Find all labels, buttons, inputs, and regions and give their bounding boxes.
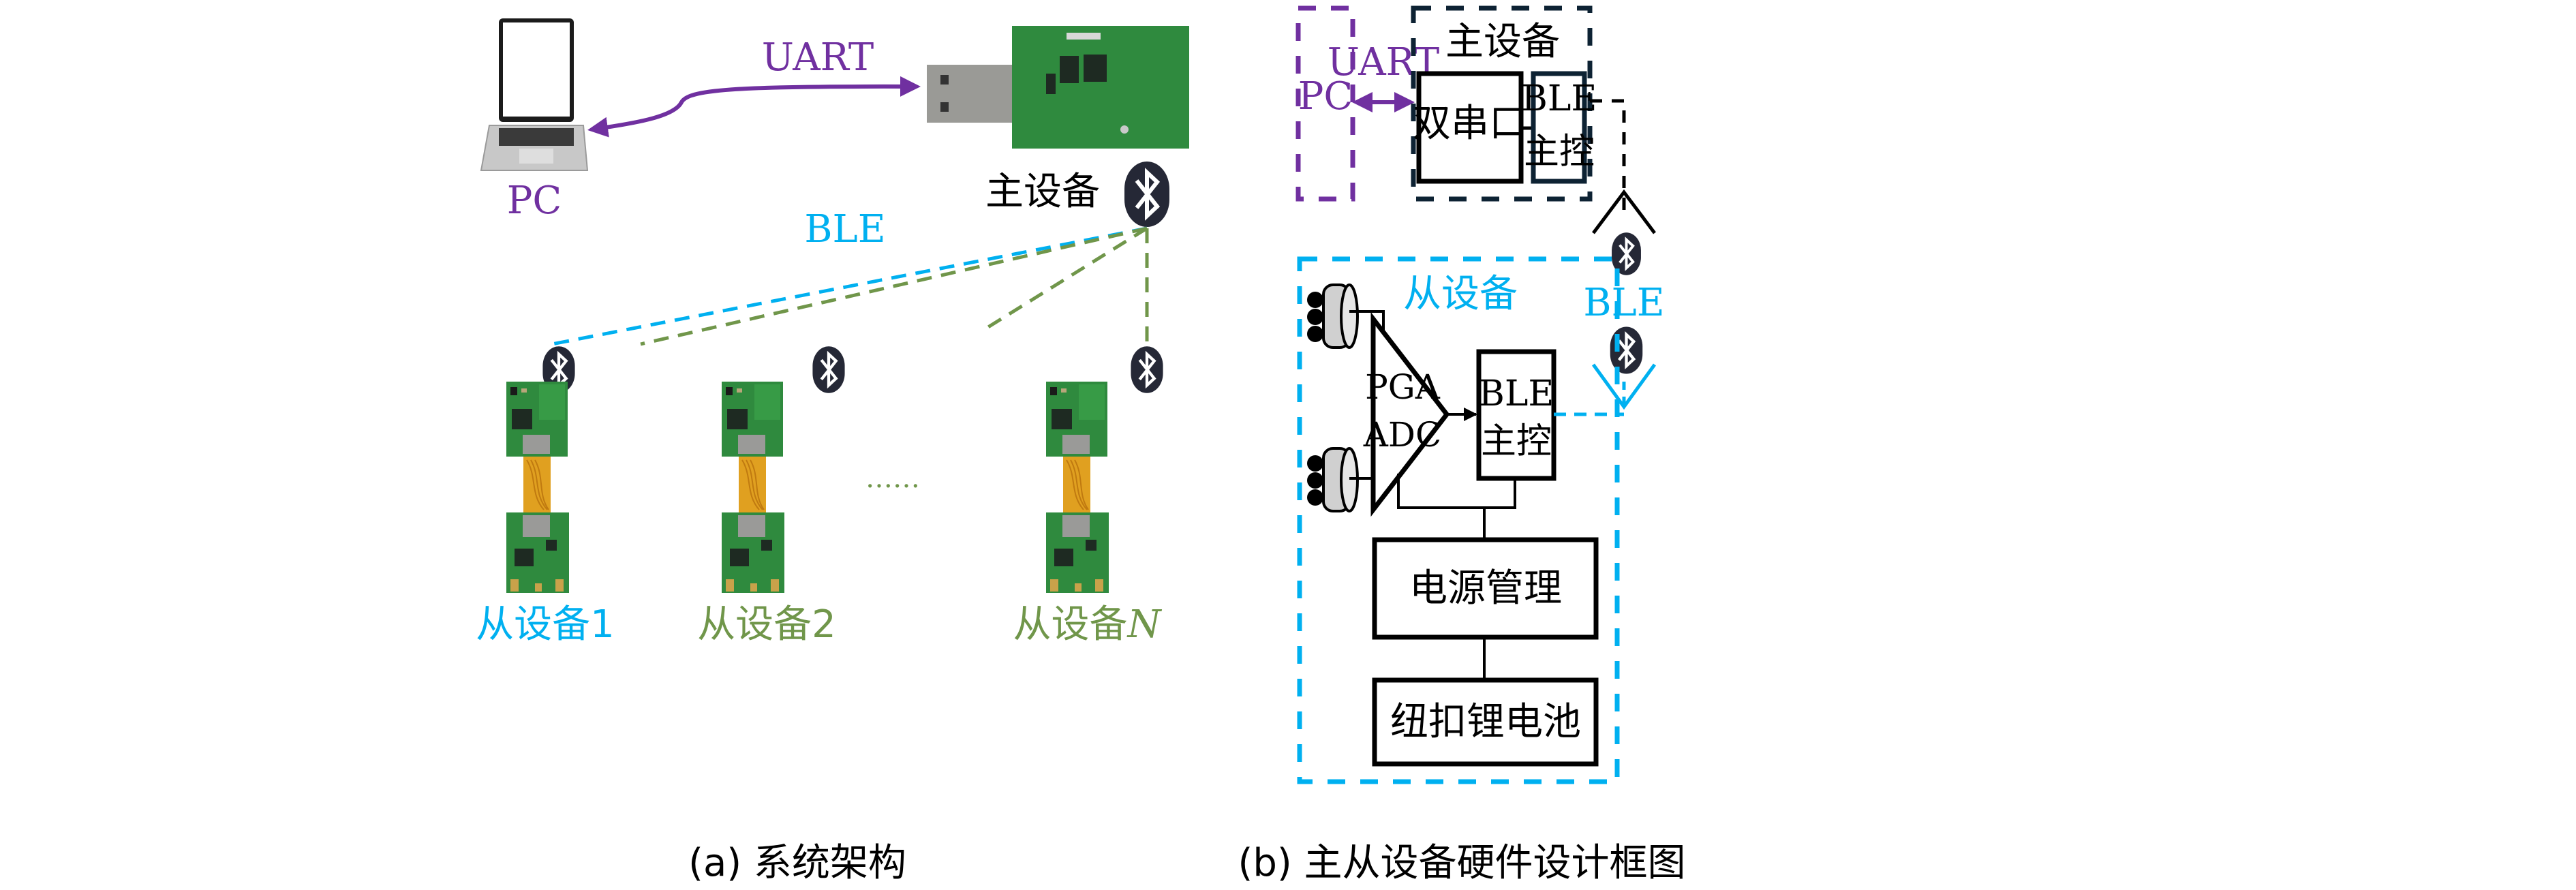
- pc-label-b: PC: [1298, 74, 1353, 119]
- electrode-icon-1: [1307, 283, 1359, 349]
- slave-board-n: [1045, 381, 1109, 594]
- ble-link-label-b: BLE: [1583, 281, 1664, 325]
- ble-link-slave-2: [640, 226, 1148, 346]
- pc-label-a: PC: [507, 179, 562, 223]
- ble-link-slave-partial: [987, 226, 1148, 329]
- slave-label-n: 从设备N: [1013, 602, 1163, 647]
- caption-a: (a) 系统架构: [688, 841, 906, 885]
- master-title-b: 主设备: [1445, 20, 1560, 64]
- ellipsis: ……: [865, 463, 920, 494]
- pga-adc-amplifier: [1370, 311, 1450, 517]
- slave-ble-line2: 主控: [1481, 421, 1552, 462]
- power-wire-ble: [1484, 478, 1516, 509]
- pc-box: [1295, 5, 1355, 202]
- slave-label-1: 从设备1: [476, 602, 615, 647]
- caption-b: (b) 主从设备硬件设计框图: [1238, 841, 1685, 885]
- power-wire: [1397, 474, 1486, 538]
- master-ble-line2: 主控: [1524, 132, 1595, 172]
- panel-a-system-architecture: PC UART 主设备 BLE: [476, 18, 1189, 885]
- bluetooth-icon-master: [1124, 162, 1169, 227]
- panel-b-hardware-block-diagram: PC UART 主设备 双串口 BLE 主控 BLE 从设备: [1238, 5, 1686, 885]
- slave-board-1: [506, 381, 570, 594]
- laptop-icon: [480, 18, 589, 171]
- uart-label-a-full: UART: [762, 35, 874, 80]
- adc-label: ADC: [1363, 415, 1441, 455]
- electrode-icon-2: [1307, 447, 1359, 512]
- master-antenna-link: [1590, 99, 1626, 218]
- master-dongle-image-full: [927, 26, 1189, 149]
- battery-label: 纽扣锂电池: [1390, 700, 1581, 744]
- bluetooth-icon-slave-n: [1131, 346, 1163, 393]
- slave-board-2: [721, 381, 785, 594]
- slave-antenna-icon: [1591, 363, 1657, 410]
- uart-link-arrow-full: [587, 76, 921, 138]
- slave-ble-box: [1476, 349, 1557, 481]
- ble-link-slave-1: [551, 226, 1148, 346]
- slave-box: [1297, 256, 1620, 784]
- master-label-a: 主设备: [985, 170, 1100, 214]
- master-ble-box: [1531, 71, 1587, 184]
- battery-box: [1372, 677, 1599, 767]
- dual-serial-box: [1416, 71, 1524, 184]
- slave-label-2: 从设备2: [697, 602, 836, 647]
- bluetooth-icon-slave-2: [812, 346, 844, 393]
- slave-ble-line1: BLE: [1479, 373, 1554, 414]
- master-ble-line1: BLE: [1522, 78, 1597, 119]
- slave-title-b: 从设备: [1403, 272, 1518, 316]
- dual-serial-label: 双串口: [1413, 102, 1527, 146]
- master-box: [1411, 5, 1593, 202]
- pga-label: PGA: [1365, 367, 1441, 407]
- power-management-label: 电源管理: [1409, 566, 1562, 611]
- master-antenna-icon: [1592, 189, 1656, 234]
- ble-label-a: BLE: [804, 207, 885, 251]
